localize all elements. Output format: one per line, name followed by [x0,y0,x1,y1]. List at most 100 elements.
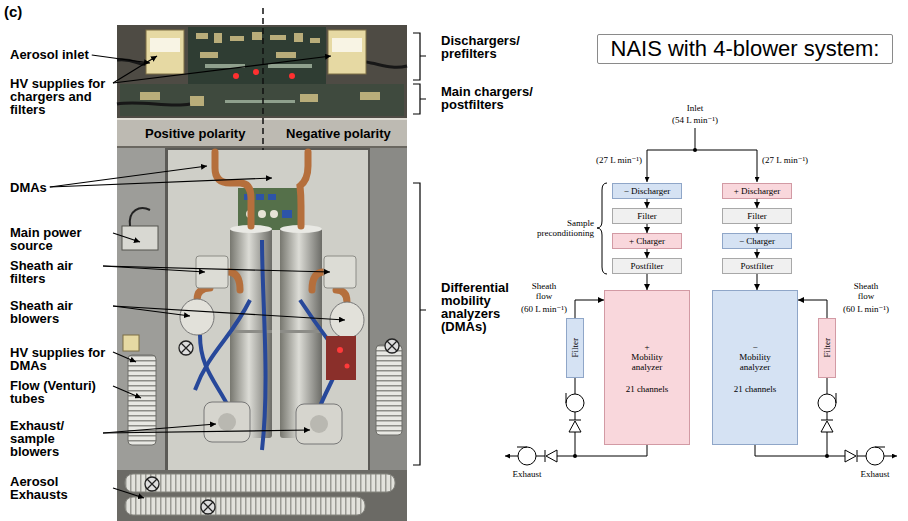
top-circuit-board [300,94,318,102]
label-anchor: (27 L min⁻¹) [596,155,642,165]
junction-dot [573,454,577,458]
hv-supply-dma [123,335,139,351]
check-valve-symbol [545,420,857,462]
flow-line [557,445,647,456]
top-circuit-board [294,33,303,42]
instrument-photo [117,25,407,521]
valve-symbol [145,477,159,491]
polarity-label: Negative polarity [286,126,391,141]
valve-symbol [385,339,399,353]
label-anchor: (60 L min⁻¹) [843,304,889,314]
check-valve-symbol [569,420,581,421]
label-anchor: Sheath air filters [10,259,100,285]
exhaust-hose [117,470,407,521]
label-anchor: Aerosol Exhausts [10,475,110,501]
flow-connector [757,274,758,290]
label-anchor: Positive polarity [145,126,245,141]
process-box: + Charger [612,233,682,249]
hv-supply-dma [123,335,139,351]
copper-pipe [300,152,308,226]
polarity-divider [262,8,264,150]
flow-rate-label: (27 L min⁻¹) [762,155,808,165]
main-power-source [122,208,158,250]
leader-lines [50,55,345,498]
top-circuit-board [196,33,208,39]
part-label: DMAs [10,181,47,194]
check-valve-symbol [569,421,581,432]
valve-symbol [201,500,215,514]
title-box: NAIS with 4-blower system: [597,34,893,64]
group-bracket [413,33,426,80]
junction-dot [573,148,829,458]
check-valve-symbol [546,450,557,462]
exhaust-blower [204,402,342,444]
flow-line [827,412,828,420]
junction-dot [693,148,697,152]
dma-circuit-board [270,210,278,218]
polarity-band [117,118,407,148]
exhaust-label: Exhaust [513,469,542,479]
flow-line [884,456,897,457]
top-circuit-board [140,92,160,100]
top-circuit-board [117,25,407,118]
pump-symbol [518,447,536,465]
copper-pipe [197,288,210,300]
flow-line [575,412,576,420]
label-anchor: Exhaust/ sample blowers [10,419,100,458]
check-valve-symbol [857,450,858,462]
label-anchor: HV supplies for chargers and filters [10,77,110,116]
leader-line [113,488,144,498]
top-circuit-board [289,73,295,79]
box-text: Postfilter [631,261,664,271]
label-anchor: Aerosol inlet [10,48,89,61]
box-text: + Discharger [734,186,781,196]
flow-line [827,432,828,456]
group-bracket [413,183,426,465]
part-label: HV supplies for DMAs [10,346,110,372]
box-text: Filter [637,211,657,221]
label-anchor: (60 L min⁻¹) [521,304,567,314]
exhaust-hose [125,497,365,515]
top-circuit-board [233,69,295,79]
exhaust-label: Exhaust [861,469,890,479]
polarity-band [117,146,407,148]
label-anchor: Exhaust [513,469,542,479]
part-label: Sheath air filters [10,259,100,285]
group-bracket [413,84,426,114]
top-circuit-board [230,36,244,41]
top-circuit-board [117,25,407,118]
label-anchor: Dischargers/ prefilters [441,34,541,60]
process-box: + Discharger [722,183,792,199]
dma-circuit-board [256,194,264,200]
hv-supply [146,30,184,74]
box-text: Filter [570,338,580,358]
flow-line [857,456,866,457]
copper-pipe [215,152,251,226]
pump-symbol [836,393,837,403]
part-label: Sheath air blowers [10,299,110,325]
sheath-air-blower [180,299,364,338]
top-circuit-board [310,38,320,43]
leader-line [103,430,310,433]
flow-rate-label: (54 L min⁻¹) [672,115,718,125]
part-label: Aerosol Exhausts [10,475,110,501]
part-label: HV supplies for chargers and filters [10,77,110,116]
pump-symbol [566,393,567,403]
panel-label: (c) [4,3,22,20]
box-text: − Discharger [624,186,671,196]
top-circuit-board [120,84,404,116]
process-box: Postfilter [612,258,682,274]
flow-label: Sheath flow [850,281,882,301]
polarity-band [117,118,407,148]
top-circuit-board [270,35,286,40]
analyzer-box: − Mobility analyzer21 channels [712,290,798,445]
flow-line [695,128,696,150]
instrument-body [117,148,165,521]
process-box: Postfilter [722,258,792,274]
flow-connector [757,249,758,258]
sheath-air-filter [196,256,356,288]
flow-connector [757,199,758,208]
flow-connector [647,274,648,290]
check-valve-symbol [545,450,546,462]
